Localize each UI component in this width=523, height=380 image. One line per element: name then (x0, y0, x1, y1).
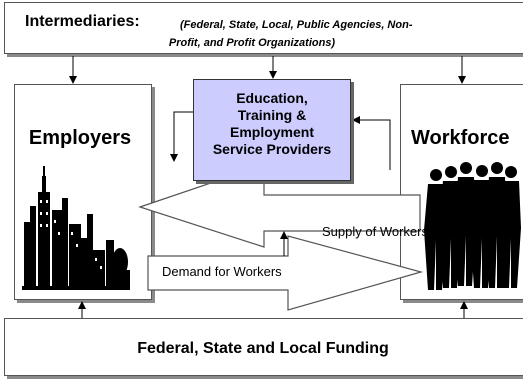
providers-label-line3: Employment (229, 124, 314, 140)
intermediaries-detail-line2: Profit, and Profit Organizations) (168, 37, 336, 49)
demand-arrow (147, 235, 424, 311)
supply-label: Supply of Workers (322, 224, 428, 239)
demand-label: Demand for Workers (162, 264, 282, 279)
intermediaries-detail-line1: (Federal, State, Local, Public Agencies,… (180, 19, 413, 31)
intermediaries-heading: Intermediaries: (25, 13, 140, 30)
connector-providers-to-employers (170, 111, 193, 162)
providers-label-line1: Education, (236, 90, 308, 106)
funding-box: Federal, State and Local Funding (4, 318, 523, 376)
intermediaries-box: Intermediaries: (Federal, State, Local, … (4, 2, 523, 54)
people-group-icon (424, 162, 521, 290)
funding-label: Federal, State and Local Funding (137, 340, 389, 357)
employers-label: Employers (28, 127, 132, 149)
employers-box: Employers (14, 84, 152, 300)
city-skyline-icon (22, 166, 130, 290)
workforce-label: Workforce (411, 127, 510, 149)
providers-label: Education, Training & Employment Service… (194, 90, 350, 158)
providers-label-line2: Training & (237, 107, 307, 123)
connector-workforce-to-providers (352, 116, 391, 170)
providers-label-line4: Service Providers (212, 141, 332, 157)
providers-box: Education, Training & Employment Service… (193, 79, 351, 181)
